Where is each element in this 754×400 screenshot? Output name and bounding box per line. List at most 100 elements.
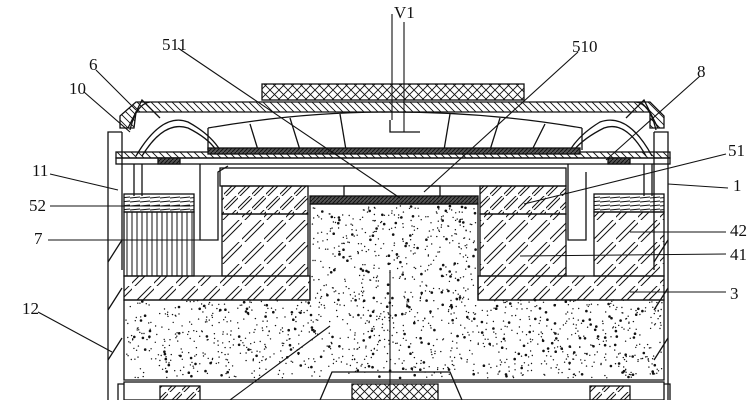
speckle-dot [527, 364, 530, 366]
speckle-dot [607, 302, 610, 306]
speckle-dot [352, 316, 354, 318]
speckle-dot [413, 246, 415, 249]
speckle-dot [468, 334, 470, 336]
speckle-dot [133, 335, 136, 339]
speckle-dot [636, 344, 638, 346]
pole-plate-right [479, 185, 567, 215]
speckle-dot [326, 345, 328, 347]
speckle-dot [413, 278, 416, 280]
speckle-dot [386, 352, 389, 355]
speckle-dot [564, 300, 568, 304]
speckle-dot [411, 215, 415, 218]
speckle-dot [540, 336, 543, 338]
speckle-dot [228, 341, 230, 343]
speckle-dot [393, 259, 395, 261]
speckle-dot [328, 267, 331, 269]
speckle-dot [256, 350, 258, 352]
speckle-dot [208, 303, 210, 305]
speckle-dot [653, 312, 655, 315]
speckle-dot [419, 296, 422, 298]
speckle-dot [328, 332, 330, 334]
speckle-dot [440, 274, 444, 278]
speckle-dot [434, 352, 436, 355]
speckle-dot [351, 233, 354, 236]
speckle-dot [590, 303, 593, 305]
speckle-dot [550, 328, 553, 331]
speckle-dot [492, 327, 495, 330]
speckle-dot [411, 225, 413, 227]
speckle-dot [651, 322, 653, 324]
speckle-dot [298, 343, 300, 345]
speckle-dot [139, 302, 141, 304]
speckle-dot [302, 325, 305, 327]
speckle-dot [347, 336, 349, 339]
speckle-dot [180, 348, 182, 350]
speckle-dot [199, 363, 201, 365]
speckle-dot [605, 311, 607, 313]
speckle-dot [504, 361, 506, 364]
speckle-dot [446, 288, 448, 291]
speckle-dot [398, 277, 401, 279]
speckle-dot [557, 339, 559, 342]
speckle-dot [473, 211, 477, 215]
speckle-dot [612, 326, 615, 328]
speckle-dot [400, 216, 403, 219]
speckle-dot [187, 371, 191, 375]
speckle-dot [182, 331, 184, 334]
speckle-dot [357, 251, 359, 253]
speckle-dot [410, 250, 412, 252]
speckle-dot [353, 235, 355, 237]
speckle-dot [369, 335, 372, 337]
speckle-dot [437, 251, 439, 253]
speckle-dot [652, 306, 654, 308]
speckle-dot [306, 309, 308, 312]
speckle-dot [568, 363, 571, 365]
speckle-dot [320, 304, 323, 306]
speckle-dot [500, 346, 504, 350]
speckle-dot [406, 301, 408, 303]
speckle-dot [313, 237, 315, 240]
speckle-dot [444, 209, 448, 213]
speckle-dot [364, 231, 367, 234]
speckle-dot [313, 217, 315, 219]
speckle-dot [168, 344, 171, 347]
speckle-dot [603, 356, 606, 359]
speckle-dot [488, 363, 490, 365]
speckle-dot [506, 326, 508, 328]
speckle-dot [373, 264, 375, 266]
speckle-dot [149, 328, 151, 330]
speckle-dot [383, 311, 385, 313]
speckle-dot [227, 353, 229, 355]
speckle-dot [580, 322, 583, 324]
speckle-dot [132, 338, 134, 340]
speckle-dot [649, 301, 651, 304]
speckle-dot [288, 343, 292, 347]
speckle-dot [420, 362, 422, 365]
speckle-dot [348, 241, 350, 244]
speckle-dot [556, 346, 559, 348]
speckle-dot [540, 363, 543, 365]
speckle-dot [512, 376, 515, 379]
speckle-dot [177, 305, 181, 309]
speckle-dot [189, 301, 191, 303]
speckle-dot [329, 320, 331, 323]
speckle-dot [506, 300, 508, 303]
speckle-dot [393, 244, 395, 247]
speckle-dot [574, 299, 576, 302]
speckle-dot [578, 307, 580, 310]
speckle-dot [413, 321, 416, 325]
speckle-dot [174, 370, 176, 372]
leader-lines [37, 22, 729, 400]
speckle-dot [413, 320, 416, 323]
speckle-dot [137, 376, 139, 379]
speckle-dot [546, 325, 548, 327]
speckle-dot [360, 243, 362, 245]
speckle-dot [148, 350, 151, 352]
speckle-dot [546, 347, 550, 350]
speckle-dot [307, 303, 310, 305]
speckle-dot [140, 316, 142, 318]
speckle-dot [410, 219, 412, 222]
speckle-dot [530, 362, 533, 365]
speckle-dot [141, 332, 143, 335]
speckle-dot [359, 218, 361, 221]
